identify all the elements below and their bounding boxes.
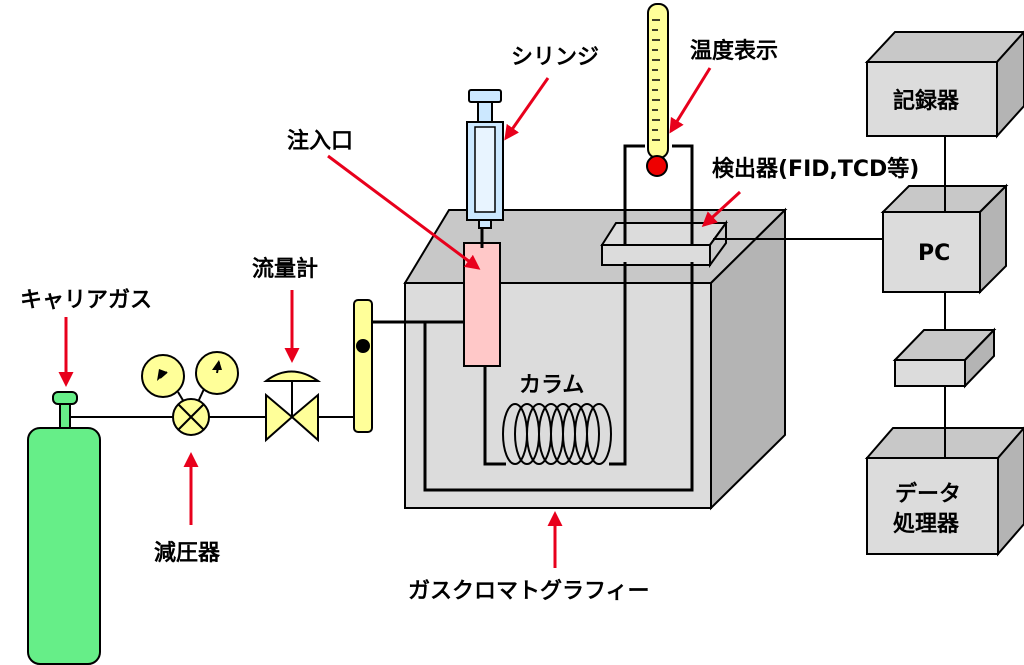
label-recorder: 記録器 [893,88,960,114]
arrows [58,67,742,568]
label-pc: PC [918,241,950,266]
valve [263,370,322,443]
oven-pipes [372,144,694,492]
label-column: カラム [519,373,584,398]
label-data-processor-2: 処理器 [893,511,960,537]
label-detector: 検出器(FID,TCD等) [712,156,919,182]
thermometer-bulb [646,155,668,177]
connection-lines [713,136,946,458]
pc-box [880,183,1009,295]
column-coil [502,403,612,465]
arrow-temperature [669,67,712,134]
arrow-syringe [504,77,550,141]
gas-cylinder [27,391,101,665]
recorder-box [864,30,1024,139]
label-syringe: シリンジ [511,45,599,70]
label-pressure-reducer: 減圧器 [154,541,221,566]
pressure-reducer [141,351,239,436]
detector-block [600,219,728,269]
label-gas-chromatograph: ガスクロマトグラフィー [408,578,650,604]
arrow-injection-port [327,154,481,270]
label-injection-port: 注入口 [287,128,353,154]
label-carrier-gas: キャリアガス [20,288,152,313]
small-box [892,327,997,389]
label-flow-meter: 流量計 [252,256,318,282]
label-data-processor-1: データ [895,481,961,507]
flow-meter [353,299,373,433]
thermometer [646,3,669,177]
label-temperature-display: 温度表示 [690,38,778,64]
syringe [466,89,504,229]
arrow-detector [701,190,742,228]
data-processor-box [864,426,1024,557]
